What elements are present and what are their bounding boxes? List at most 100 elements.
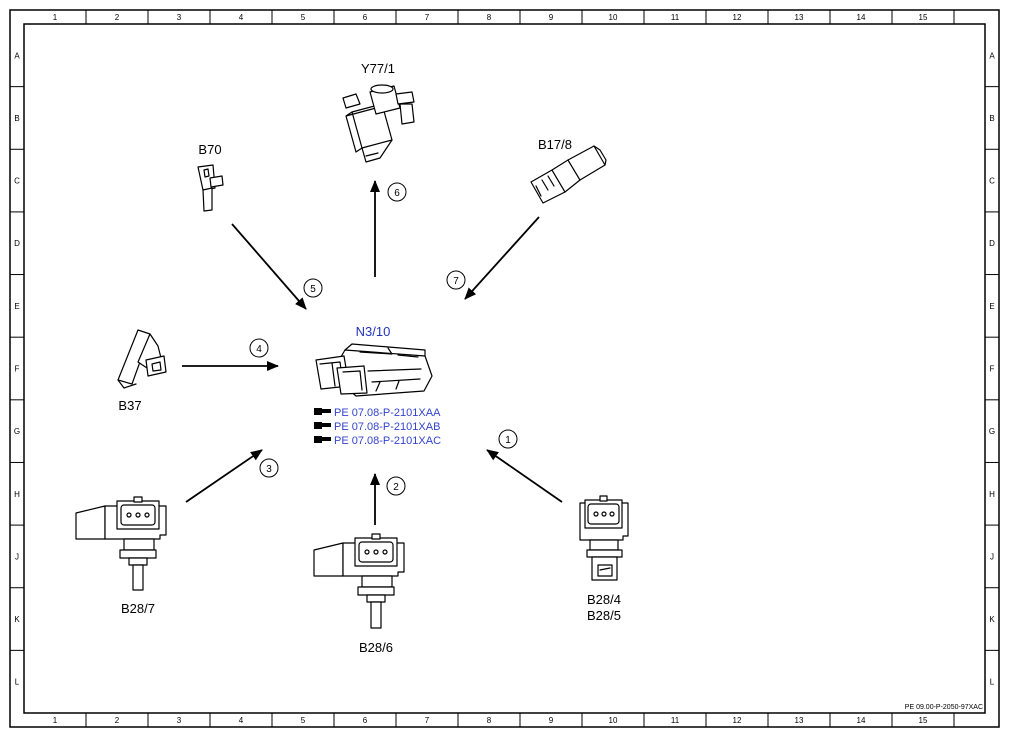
row-label-G: G [989, 427, 995, 436]
b28-4-label: B28/4 [587, 592, 621, 607]
row-label-K: K [989, 615, 995, 624]
row-label-A: A [989, 51, 995, 60]
column-label-6: 6 [363, 13, 368, 22]
reference-link-1[interactable]: PE 07.08-P-2101XAA [314, 407, 441, 419]
signal-5-badge: 5 [303, 278, 323, 298]
ecu-icon [315, 343, 433, 397]
row-label-D: D [989, 239, 995, 248]
column-label-12: 12 [733, 716, 742, 725]
column-label-4: 4 [239, 716, 244, 725]
b37-label: B37 [118, 398, 141, 413]
column-label-13: 13 [795, 716, 804, 725]
column-label-5: 5 [301, 716, 306, 725]
arrow-7 [464, 216, 540, 300]
reference-link-3[interactable]: PE 07.08-P-2101XAC [314, 435, 441, 447]
b28-5-label: B28/5 [587, 608, 621, 623]
column-label-14: 14 [857, 13, 866, 22]
row-label-J: J [990, 552, 994, 561]
column-label-8: 8 [487, 716, 492, 725]
pressure-sensor-icon [75, 496, 167, 591]
svg-text:5: 5 [310, 284, 316, 295]
column-label-9: 9 [549, 716, 554, 725]
signal-6-badge: 6 [387, 182, 407, 202]
pressure-sensor-icon [313, 533, 405, 629]
row-label-E: E [14, 302, 19, 311]
column-label-6: 6 [363, 716, 368, 725]
row-label-H: H [14, 490, 20, 499]
component-b37: B37 [117, 329, 167, 413]
b70-label: B70 [198, 142, 221, 157]
row-label-K: K [14, 615, 20, 624]
row-label-A: A [14, 51, 20, 60]
signal-2-badge: 2 [386, 476, 406, 496]
row-label-E: E [989, 302, 994, 311]
svg-text:2: 2 [393, 482, 399, 493]
b17-8-label: B17/8 [538, 137, 572, 152]
svg-text:7: 7 [453, 276, 459, 287]
row-label-B: B [14, 114, 19, 123]
arrow-1 [486, 449, 563, 503]
y77-1-label: Y77/1 [361, 61, 395, 76]
signal-numbers: 1 2 3 4 5 6 7 [249, 182, 518, 496]
column-label-1: 1 [53, 13, 58, 22]
b28-6-label: B28/6 [359, 640, 393, 655]
row-label-G: G [14, 427, 20, 436]
arrow-3 [185, 449, 263, 503]
svg-text:4: 4 [256, 344, 262, 355]
svg-text:1: 1 [505, 435, 511, 446]
b28-7-label: B28/7 [121, 601, 155, 616]
document-ref-icon [314, 422, 331, 429]
signal-1-badge: 1 [498, 429, 518, 449]
row-label-L: L [15, 678, 20, 687]
component-b28-6: B28/6 [313, 533, 405, 655]
document-code: PE 09.00-P-2050-97XAC [905, 704, 983, 711]
valve-icon [342, 84, 415, 163]
row-label-J: J [15, 552, 19, 561]
component-y77-1: Y77/1 [342, 61, 415, 163]
component-b70: B70 [197, 142, 224, 212]
arrow-5 [231, 223, 307, 310]
ecu-n3-10: N3/10 PE 07.08-P-2101XAA [314, 324, 441, 447]
pedal-sensor-icon [117, 329, 167, 389]
svg-text:PE 07.08-P-2101XAA: PE 07.08-P-2101XAA [334, 407, 441, 419]
signal-4-badge: 4 [249, 338, 269, 358]
svg-text:PE 07.08-P-2101XAC: PE 07.08-P-2101XAC [334, 435, 441, 447]
row-label-C: C [14, 177, 20, 186]
column-label-5: 5 [301, 13, 306, 22]
column-label-4: 4 [239, 13, 244, 22]
row-label-F: F [990, 365, 995, 374]
pressure-sensor-icon [579, 495, 629, 581]
temperature-sensor-icon [530, 145, 607, 204]
column-label-2: 2 [115, 13, 120, 22]
column-label-3: 3 [177, 13, 182, 22]
crankshaft-sensor-icon [197, 164, 224, 212]
signal-3-badge: 3 [259, 458, 279, 478]
column-label-7: 7 [425, 13, 430, 22]
component-b28-4-b28-5: B28/4 B28/5 [579, 495, 629, 623]
column-label-15: 15 [919, 716, 928, 725]
ecu-label: N3/10 [356, 324, 391, 339]
column-label-9: 9 [549, 13, 554, 22]
reference-link-2[interactable]: PE 07.08-P-2101XAB [314, 421, 440, 433]
column-label-10: 10 [609, 13, 618, 22]
column-label-10: 10 [609, 716, 618, 725]
svg-text:PE 07.08-P-2101XAB: PE 07.08-P-2101XAB [334, 421, 440, 433]
column-label-1: 1 [53, 716, 58, 725]
column-label-12: 12 [733, 13, 742, 22]
svg-text:6: 6 [394, 188, 400, 199]
column-label-2: 2 [115, 716, 120, 725]
document-ref-icon [314, 408, 331, 415]
column-label-11: 11 [671, 716, 680, 725]
component-b17-8: B17/8 [530, 137, 607, 204]
column-label-14: 14 [857, 716, 866, 725]
row-label-B: B [989, 114, 994, 123]
document-ref-icon [314, 436, 331, 443]
ecu-reference-list: PE 07.08-P-2101XAA PE 07.08-P-2101XAB PE… [314, 407, 441, 447]
row-label-H: H [989, 490, 995, 499]
signal-7-badge: 7 [446, 270, 466, 290]
